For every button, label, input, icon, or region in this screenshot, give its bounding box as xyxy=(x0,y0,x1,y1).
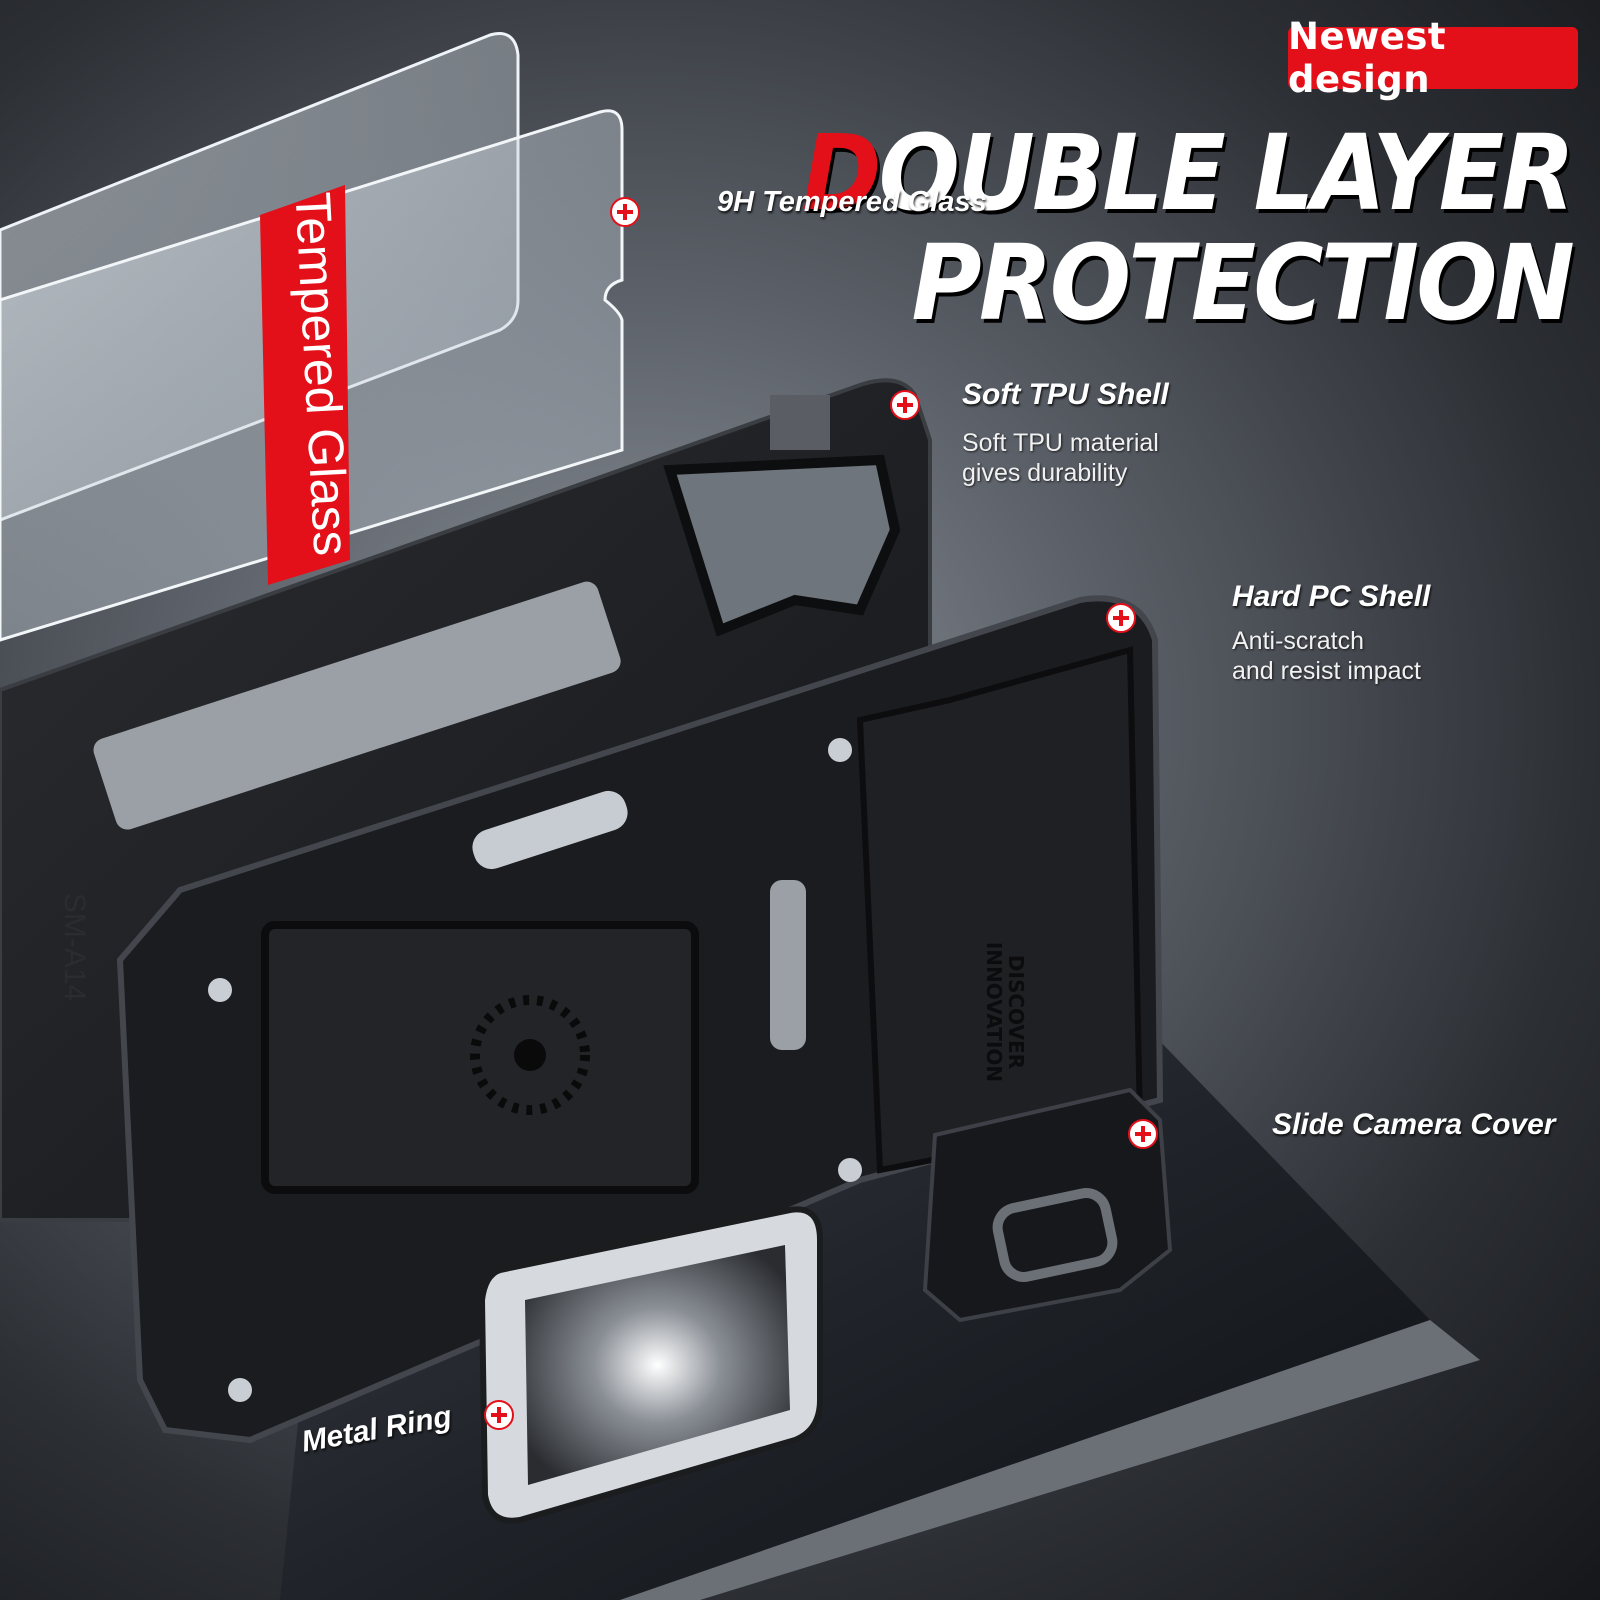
feature-tpu-desc2: gives durability xyxy=(962,459,1128,487)
headline-line1: DOUBLE LAYER xyxy=(801,112,1575,234)
feature-tpu-title: Soft TPU Shell xyxy=(962,378,1169,411)
plus-marker-pc xyxy=(1106,603,1136,633)
plus-marker-camera xyxy=(1128,1119,1158,1149)
newest-design-badge: Newest design xyxy=(1288,15,1578,101)
plus-marker-glass xyxy=(610,197,640,227)
metal-ring xyxy=(478,1206,823,1524)
pc-shell xyxy=(116,595,1164,1444)
feature-pc-desc1: Anti-scratch xyxy=(1232,627,1364,655)
headline-line2: PROTECTION xyxy=(911,222,1574,344)
feature-pc-desc2: and resist impact xyxy=(1232,657,1421,685)
headline-first-letter: D xyxy=(801,112,881,234)
case-text-line2: INNOVATION xyxy=(982,941,1007,1083)
feature-glass-title: 9H Tempered Glass xyxy=(717,186,987,218)
headline-line1-rest: OUBLE LAYER xyxy=(878,112,1574,234)
plus-marker-ring xyxy=(484,1400,514,1430)
feature-camera-title: Slide Camera Cover xyxy=(1272,1108,1556,1141)
feature-tpu-desc1: Soft TPU material xyxy=(962,429,1159,457)
tempered-glass xyxy=(0,32,624,642)
case-text-line1: DISCOVER xyxy=(1004,954,1029,1070)
plus-marker-tpu xyxy=(890,390,920,420)
case-embossed-text: DISCOVER INNOVATION xyxy=(982,941,1029,1083)
feature-pc-title: Hard PC Shell xyxy=(1232,580,1431,613)
model-text: SM-A14 xyxy=(58,892,92,1002)
